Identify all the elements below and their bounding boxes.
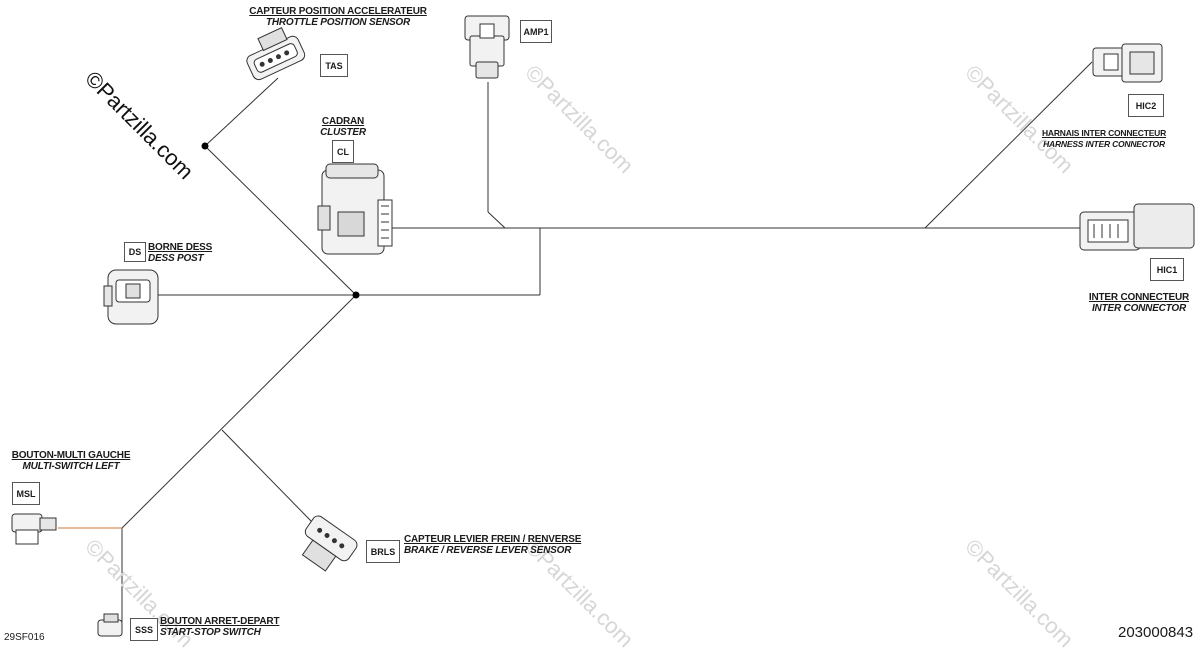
brls-tag: BRLS (366, 540, 400, 563)
hic1-connector-icon (1079, 203, 1195, 251)
sss-tag: SSS (130, 618, 158, 641)
figure-code-right: 203000843 (1118, 624, 1194, 641)
hic2-label: HARNAIS INTER CONNECTEUR HARNESS INTER C… (1040, 128, 1168, 150)
amp1-connector-icon (464, 15, 510, 79)
wire-tas-junction (204, 145, 357, 296)
tas-tag: TAS (320, 54, 348, 77)
hic2-connector-icon (1092, 43, 1163, 83)
ds-label: BORNE DESS DESS POST (148, 242, 228, 264)
cl-label-en: CLUSTER (320, 127, 366, 138)
hic2-tag: HIC2 (1128, 94, 1164, 117)
brls-label-fr: CAPTEUR LEVIER FREIN / RENVERSE (404, 534, 582, 545)
tas-label-en: THROTTLE POSITION SENSOR (265, 17, 411, 28)
brls-connector-icon (301, 515, 358, 572)
sss-label-fr: BOUTON ARRET-DEPART (160, 616, 280, 627)
ds-label-fr: BORNE DESS (148, 242, 213, 253)
wire-trunk (121, 294, 357, 529)
hic1-label-fr: INTER CONNECTEUR (1088, 292, 1190, 303)
cluster-connector-icon (317, 163, 393, 255)
sss-label-en: START-STOP SWITCH (160, 627, 261, 638)
brls-label: CAPTEUR LEVIER FREIN / RENVERSE BRAKE / … (404, 534, 584, 556)
hic2-label-en: HARNESS INTER CONNECTOR (1043, 139, 1165, 149)
hic1-label-en: INTER CONNECTOR (1091, 303, 1187, 314)
ds-tag: DS (124, 242, 146, 262)
cl-tag: CL (332, 140, 354, 163)
figure-code-left: 29SF016 (4, 632, 45, 643)
sss-connector-icon (97, 613, 123, 637)
hic2-label-fr: HARNAIS INTER CONNECTEUR (1041, 128, 1167, 138)
tas-connector-icon (246, 27, 306, 81)
wire-tas (204, 77, 279, 147)
amp1-tag: AMP1 (520, 20, 552, 43)
msl-label: BOUTON-MULTI GAUCHE MULTI-SWITCH LEFT (4, 450, 138, 472)
wire-hic2 (924, 61, 1093, 229)
tas-label-fr: CAPTEUR POSITION ACCELERATEUR (249, 6, 427, 17)
wire-amp1-bend (487, 211, 506, 229)
brls-label-en: BRAKE / REVERSE LEVER SENSOR (404, 545, 572, 556)
cl-label-fr: CADRAN (321, 116, 365, 127)
ds-connector-icon (103, 269, 159, 325)
junction-dot (352, 291, 360, 299)
wire-brls (221, 429, 313, 523)
msl-label-fr: BOUTON-MULTI GAUCHE (11, 450, 131, 461)
ds-label-en: DESS POST (148, 253, 204, 264)
cl-label: CADRAN CLUSTER (320, 116, 366, 138)
msl-label-en: MULTI-SWITCH LEFT (22, 461, 120, 472)
hic1-tag: HIC1 (1150, 258, 1184, 281)
hic1-label: INTER CONNECTEUR INTER CONNECTOR (1080, 292, 1198, 314)
sss-label: BOUTON ARRET-DEPART START-STOP SWITCH (160, 616, 280, 638)
msl-tag: MSL (12, 482, 40, 505)
junction-dot-top (201, 142, 209, 150)
tas-label: CAPTEUR POSITION ACCELERATEUR THROTTLE P… (228, 6, 448, 28)
msl-connector-icon (11, 513, 57, 545)
